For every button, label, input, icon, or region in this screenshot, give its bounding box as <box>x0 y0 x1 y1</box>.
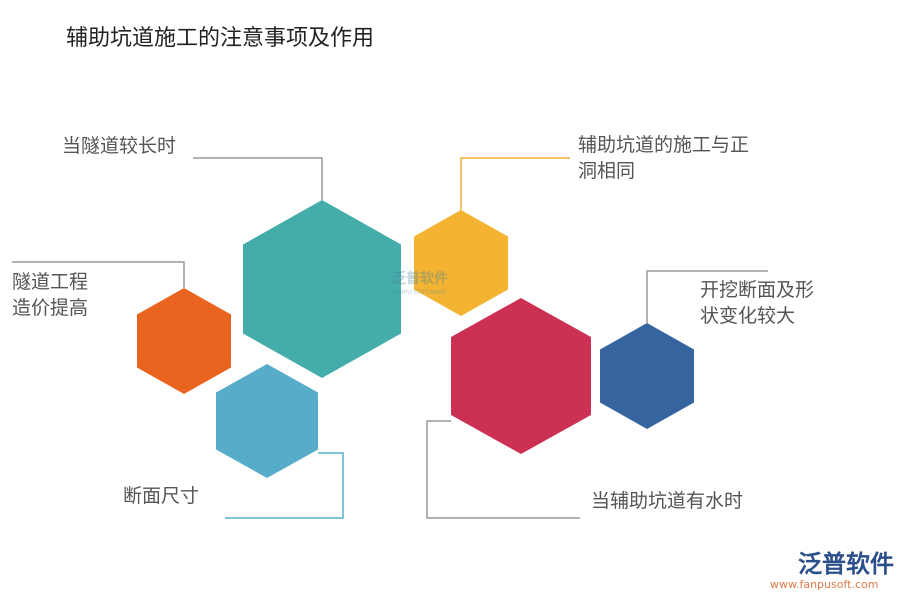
label-cost-1: 隧道工程 <box>12 271 89 293</box>
watermark-cn: 泛普软件 <box>392 270 448 287</box>
label-construction-2: 洞相同 <box>578 160 636 182</box>
connector-5 <box>225 452 344 519</box>
connector-3 <box>12 261 185 288</box>
connector-2 <box>460 157 570 210</box>
hexagon-1 <box>243 200 401 378</box>
logo: 泛普软件 www.fanpusoft.com <box>770 550 895 592</box>
connector-4 <box>646 270 768 323</box>
logo-text: 泛普软件 <box>798 550 894 578</box>
label-section-change-1: 开挖断面及形 <box>700 279 815 301</box>
watermark-en: FANPU SOFTWARE <box>392 289 447 296</box>
page-title: 辅助坑道施工的注意事项及作用 <box>66 26 375 51</box>
label-cost-2: 造价提高 <box>12 297 89 319</box>
hexagon-5 <box>216 364 318 478</box>
hexagon-3 <box>137 288 231 394</box>
label-construction-1: 辅助坑道的施工与正 <box>578 134 750 156</box>
hexagon-6 <box>451 298 591 454</box>
label-long-tunnel: 当隧道较长时 <box>62 135 177 157</box>
hexagon-2 <box>414 210 508 316</box>
hexagon-4 <box>600 323 694 429</box>
connector-1 <box>193 157 323 200</box>
label-section-size: 断面尺寸 <box>123 485 200 507</box>
label-section-change-2: 状变化较大 <box>700 305 796 327</box>
label-water: 当辅助坑道有水时 <box>591 490 744 512</box>
connector-6 <box>426 420 580 519</box>
logo-url: www.fanpusoft.com <box>770 578 879 591</box>
